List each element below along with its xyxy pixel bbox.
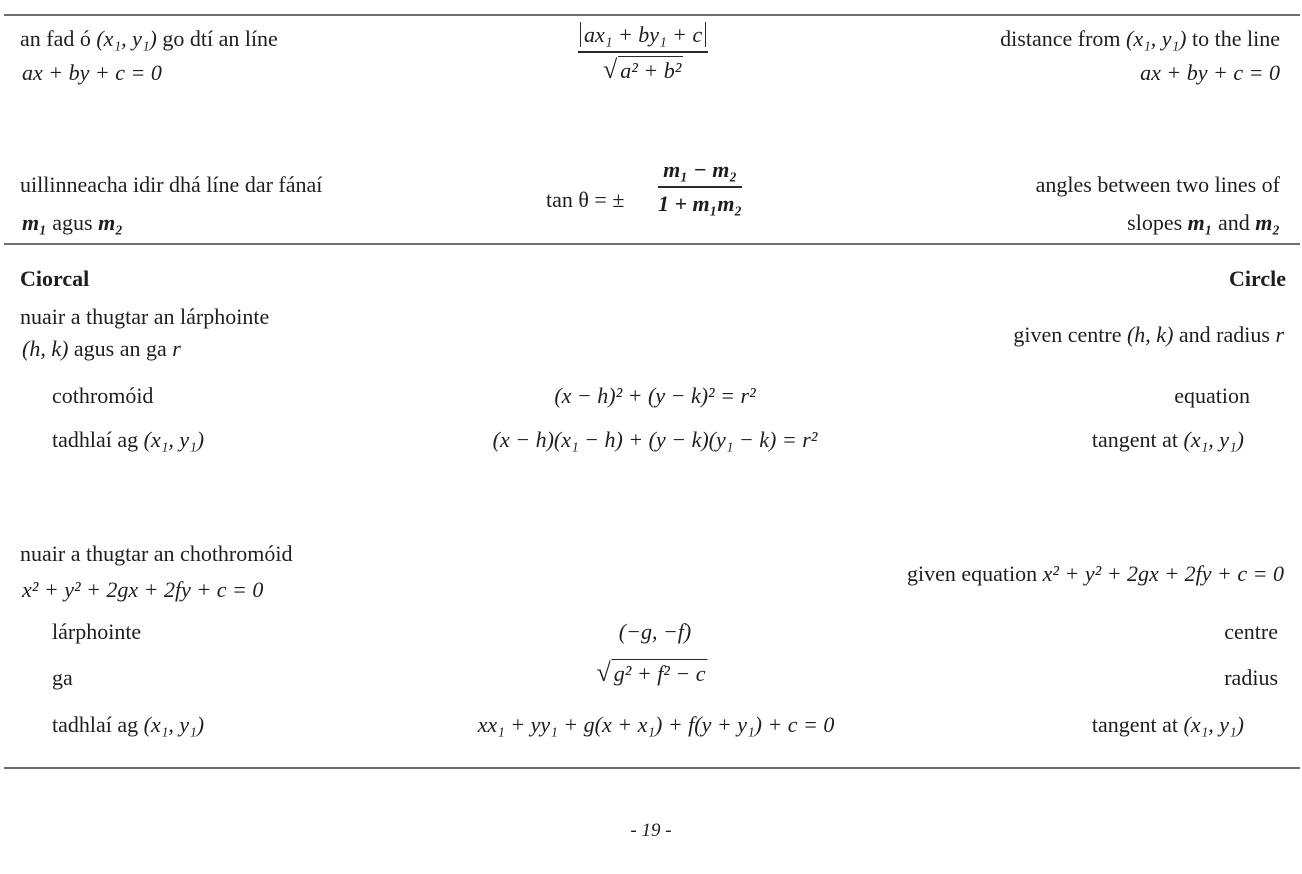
slope-m1: m₁ bbox=[1187, 210, 1213, 235]
centre-radius-ga-line1: nuair a thugtar an lárphointe bbox=[20, 304, 270, 329]
general-equation: x² + y² + 2gx + 2fy + c = 0 bbox=[1042, 561, 1284, 586]
row-tangent2-formula: xx₁ + yy₁ + g(x + x₁) + f(y + y₁) + c = … bbox=[477, 712, 835, 737]
angles-en-slopes: slopes m₁ and m₂ bbox=[1127, 210, 1280, 236]
angle-formula: tan θ = ± bbox=[546, 177, 624, 212]
row-centre-en: centre bbox=[1224, 619, 1278, 644]
point-x1y1: (x₁, y₁) bbox=[143, 712, 205, 737]
top-rule bbox=[4, 14, 1300, 16]
general-eq-en: given equation x² + y² + 2gx + 2fy + c =… bbox=[907, 561, 1284, 587]
agus-text: agus bbox=[52, 210, 93, 235]
distance-ga-line-equation: ax + by + c = 0 bbox=[22, 60, 162, 85]
row-tangent-formula: (x − h)(x₁ − h) + (y − k)(y₁ − k) = r² bbox=[492, 427, 818, 452]
point-x1y1: (x₁, y₁) bbox=[1183, 712, 1244, 737]
tangent-at-text: tangent at bbox=[1091, 712, 1179, 737]
angle-numerator: m₁ − m₂ bbox=[663, 157, 737, 182]
distance-denominator: a² + b² bbox=[618, 55, 684, 83]
given-centre-text: given centre bbox=[1013, 322, 1122, 347]
page-number: - 19 - bbox=[630, 820, 672, 841]
agus-an-ga-text: agus an ga bbox=[73, 336, 167, 361]
distance-numerator: ax₁ + by₁ + c bbox=[580, 22, 707, 47]
bottom-rule bbox=[4, 767, 1300, 769]
row-centre-formula: (−g, −f) bbox=[618, 619, 692, 644]
and-radius-text: and radius bbox=[1178, 322, 1270, 347]
point-x1y1: (x₁, y₁) bbox=[143, 427, 205, 452]
row-tangent-en: tangent at (x₁, y₁) bbox=[1092, 427, 1244, 453]
row-equation-en: equation bbox=[1174, 383, 1250, 408]
slopes-text: slopes bbox=[1127, 210, 1183, 235]
row-tangent2-ga: tadhlaí ag (x₁, y₁) bbox=[52, 712, 204, 738]
distance-ga-label: an fad ó (x₁, y₁) go dtí an líne bbox=[20, 26, 278, 52]
point-x1y1: (x₁, y₁) bbox=[1126, 26, 1187, 51]
row-tangent-ga: tadhlaí ag (x₁, y₁) bbox=[52, 427, 204, 453]
distance-en-text-end: to the line bbox=[1192, 26, 1280, 51]
point-x1y1: (x₁, y₁) bbox=[96, 26, 157, 51]
row-radius-ga: ga bbox=[52, 665, 73, 690]
row-equation-ga: cothromóid bbox=[52, 383, 154, 408]
centre-hk: (h, k) bbox=[1126, 322, 1174, 347]
angles-en-label: angles between two lines of bbox=[1035, 172, 1280, 197]
and-text: and bbox=[1217, 210, 1250, 235]
centre-hk: (h, k) bbox=[22, 336, 69, 361]
tan-theta-lhs: tan θ = ± bbox=[546, 187, 625, 212]
radius-expression: g² + f² − c bbox=[611, 659, 708, 686]
circle-heading-en: Circle bbox=[1228, 266, 1286, 291]
section-rule bbox=[4, 243, 1300, 245]
tangent-at-text: tangent at bbox=[1091, 427, 1179, 452]
centre-radius-ga-line2: (h, k) agus an ga r bbox=[22, 336, 181, 362]
tadhlai-ag-text: tadhlaí ag bbox=[52, 427, 139, 452]
given-equation-text: given equation bbox=[907, 561, 1038, 586]
centre-radius-en: given centre (h, k) and radius r bbox=[1013, 322, 1284, 348]
row-equation-formula: (x − h)² + (y − k)² = r² bbox=[554, 383, 756, 408]
angles-ga-slopes: m₁ agus m₂ bbox=[22, 210, 123, 236]
radius-r: r bbox=[1275, 322, 1284, 347]
fraction-bar bbox=[578, 51, 709, 53]
angle-fraction: m₁ − m₂ 1 + m₁m₂ bbox=[658, 157, 743, 217]
distance-formula: ax₁ + by₁ + c √a² + b² bbox=[578, 22, 709, 84]
row-radius-formula: √g² + f² − c bbox=[596, 658, 708, 687]
fraction-bar bbox=[658, 186, 743, 188]
distance-ga-text: an fad ó bbox=[20, 26, 91, 51]
general-eq-ga-line1: nuair a thugtar an chothromóid bbox=[20, 541, 293, 566]
distance-ga-text-end: go dtí an líne bbox=[162, 26, 278, 51]
radius-r: r bbox=[172, 336, 181, 361]
tadhlai-ag-text: tadhlaí ag bbox=[52, 712, 139, 737]
row-tangent2-en: tangent at (x₁, y₁) bbox=[1092, 712, 1244, 738]
slope-m1: m₁ bbox=[22, 210, 47, 235]
point-x1y1: (x₁, y₁) bbox=[1183, 427, 1244, 452]
row-centre-ga: lárphointe bbox=[52, 619, 142, 644]
sqrt-icon: √g² + f² − c bbox=[596, 658, 708, 687]
distance-en-line-equation: ax + by + c = 0 bbox=[1140, 60, 1280, 85]
distance-en-text: distance from bbox=[1000, 26, 1121, 51]
slope-m2: m₂ bbox=[1255, 210, 1280, 235]
angle-denominator: 1 + m₁m₂ bbox=[658, 190, 743, 216]
distance-en-label: distance from (x₁, y₁) to the line bbox=[1000, 26, 1280, 52]
circle-heading-ga: Ciorcal bbox=[20, 266, 90, 291]
slope-m2: m₂ bbox=[98, 210, 123, 235]
general-eq-ga-line2: x² + y² + 2gx + 2fy + c = 0 bbox=[22, 577, 264, 602]
sqrt-icon: √a² + b² bbox=[602, 54, 684, 84]
angles-ga-label: uillinneacha idir dhá líne dar fánaí bbox=[20, 172, 323, 197]
row-radius-en: radius bbox=[1224, 665, 1278, 690]
